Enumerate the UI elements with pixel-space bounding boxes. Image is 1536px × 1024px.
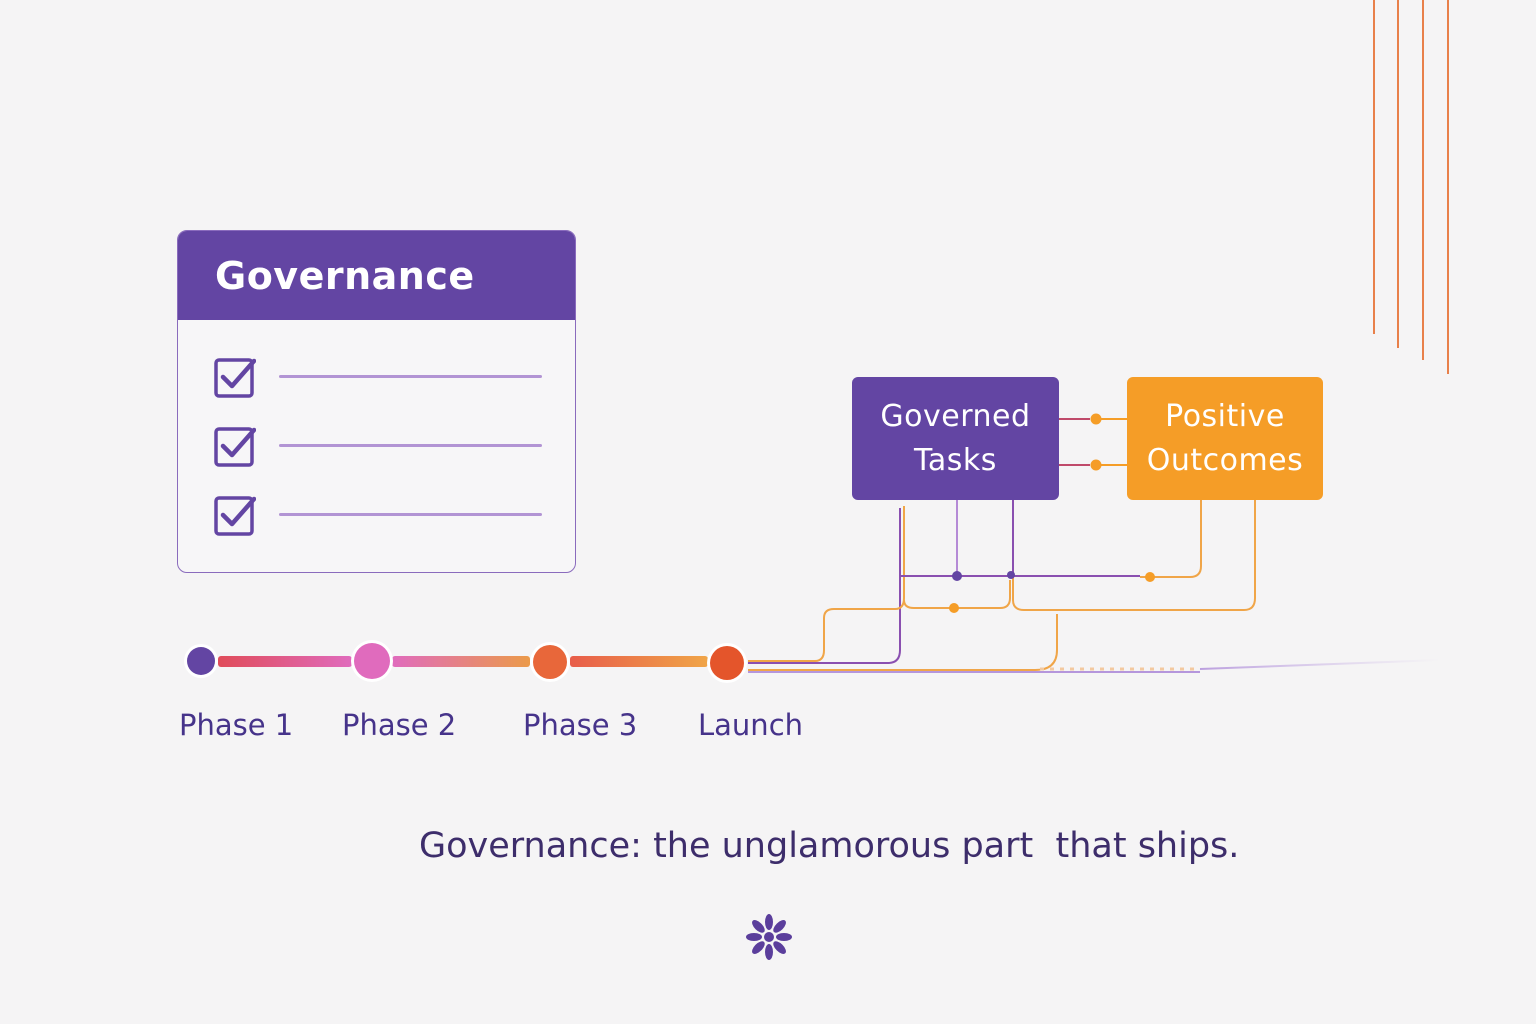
checklist-item-line: [279, 375, 542, 378]
checklist-item: [214, 493, 544, 537]
governed-tasks-line1: Governed: [880, 398, 1031, 434]
governance-card: Governance: [177, 230, 576, 573]
junction-dots: [949, 413, 1155, 613]
asterisk-flower-icon: [746, 914, 792, 960]
milestone-label-phase-2: Phase 2: [342, 708, 457, 742]
tagline: Governance: the unglamorous part that sh…: [419, 826, 1240, 866]
checklist-item-line: [279, 513, 542, 516]
milestone-label-phase-3: Phase 3: [523, 708, 638, 742]
checklist-item: [214, 424, 544, 468]
checkbox-checked-icon: [214, 496, 256, 536]
milestone-label-launch: Launch: [698, 708, 804, 742]
governance-card-header: Governance: [178, 231, 575, 320]
milestone-label-phase-1: Phase 1: [179, 708, 294, 742]
governed-tasks-line2: Tasks: [914, 442, 997, 478]
positive-outcomes-line2: Outcomes: [1146, 442, 1304, 478]
timeline-milestones: [184, 640, 747, 683]
governed-tasks-node: Governed Tasks: [852, 377, 1059, 500]
timeline-track: [218, 656, 708, 667]
checklist-item-line: [279, 444, 542, 447]
checkbox-checked-icon: [214, 427, 256, 467]
checkbox-checked-icon: [214, 358, 256, 398]
checklist-item: [214, 355, 544, 399]
positive-outcomes-line1: Positive: [1165, 398, 1285, 434]
governance-card-title: Governance: [215, 253, 475, 298]
decorative-vertical-lines: [1373, 0, 1449, 374]
positive-outcomes-node: Positive Outcomes: [1127, 377, 1323, 500]
connector-wires: [748, 418, 1441, 681]
